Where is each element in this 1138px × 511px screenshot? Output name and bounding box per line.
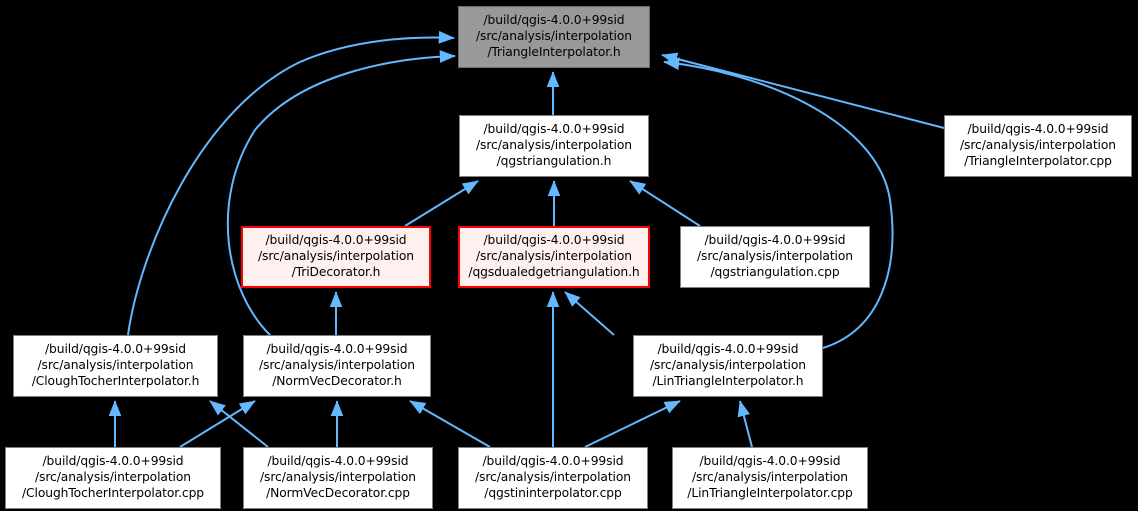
edge-cloughtocherinterpolator_cpp-to-normvecdecorator_h (179, 400, 256, 448)
edge-lintriangleinterpolator_cpp-to-lintriangleinterpolator_h (737, 400, 753, 448)
graph-node-triangleinterpolator_cpp[interactable]: /build/qgis-4.0.0+99sid/src/analysis/int… (944, 115, 1132, 177)
node-label-line: /LinTriangleInterpolator.cpp (687, 485, 853, 500)
node-label-line: /src/analysis/interpolation (476, 29, 632, 43)
node-label-line: /build/qgis-4.0.0+99sid (704, 233, 846, 248)
node-label-line: /build/qgis-4.0.0+99sid (267, 454, 409, 469)
graph-node-qgsdualedgetriangulation_h[interactable]: /build/qgis-4.0.0+99sid/src/analysis/int… (458, 226, 650, 288)
edge-lintriangleinterpolator_h-to-triangleinterpolator_h (663, 57, 894, 349)
node-label-line: /src/analysis/interpolation (650, 358, 806, 372)
node-label-line: /src/analysis/interpolation (475, 470, 631, 484)
graph-node-triangleinterpolator_h[interactable]: /build/qgis-4.0.0+99sid/src/analysis/int… (458, 6, 650, 68)
node-label-line: /src/analysis/interpolation (35, 470, 191, 484)
node-label-line: /NormVecDecorator.h (272, 373, 402, 388)
graph-node-qgstriangulation_h[interactable]: /build/qgis-4.0.0+99sid/src/analysis/int… (459, 115, 649, 177)
edge-tridecorator_h-to-qgstriangulation_h (404, 180, 479, 227)
node-label-line: /src/analysis/interpolation (259, 358, 415, 372)
node-label-line: /LinTriangleInterpolator.h (652, 373, 804, 388)
node-label-line: /src/analysis/interpolation (697, 249, 853, 263)
node-label-line: /src/analysis/interpolation (476, 138, 632, 152)
node-label-line: /qgstriangulation.h (496, 153, 612, 168)
node-label-line: /build/qgis-4.0.0+99sid (483, 13, 625, 28)
edge-normvecdecorator_cpp-to-cloughtocherinterpolator_h (209, 400, 269, 448)
node-label-line: /build/qgis-4.0.0+99sid (483, 233, 625, 248)
node-label-line: /CloughTocherInterpolator.cpp (22, 485, 204, 500)
graph-node-normvecdecorator_cpp[interactable]: /build/qgis-4.0.0+99sid/src/analysis/int… (243, 447, 433, 509)
node-label-line: /build/qgis-4.0.0+99sid (967, 122, 1109, 137)
edge-triangleinterpolator_cpp-to-triangleinterpolator_h (661, 52, 945, 129)
node-label-line: /CloughTocherInterpolator.h (31, 373, 200, 388)
node-label-line: /src/analysis/interpolation (476, 249, 632, 263)
graph-node-qgstriangulation_cpp[interactable]: /build/qgis-4.0.0+99sid/src/analysis/int… (680, 226, 870, 288)
edge-qgstininterpolator_cpp-to-normvecdecorator_h (409, 400, 491, 448)
node-label-line: /src/analysis/interpolation (37, 358, 194, 372)
graph-node-cloughtocherinterpolator_cpp[interactable]: /build/qgis-4.0.0+99sid/src/analysis/int… (5, 447, 221, 509)
node-label-line: /src/analysis/interpolation (692, 470, 848, 484)
node-label-line: /build/qgis-4.0.0+99sid (266, 342, 408, 357)
graph-node-lintriangleinterpolator_cpp[interactable]: /build/qgis-4.0.0+99sid/src/analysis/int… (672, 447, 868, 509)
node-label-line: /build/qgis-4.0.0+99sid (699, 454, 841, 469)
node-label-line: /build/qgis-4.0.0+99sid (482, 454, 624, 469)
node-label-line: /src/analysis/interpolation (260, 470, 416, 484)
graph-node-lintriangleinterpolator_h[interactable]: /build/qgis-4.0.0+99sid/src/analysis/int… (633, 335, 823, 397)
edge-normvecdecorator_h-to-triangleinterpolator_h (226, 50, 456, 336)
node-label-line: /TriDecorator.h (291, 264, 381, 279)
node-label-line: /qgsdualedgetriangulation.h (468, 264, 640, 279)
node-label-line: /build/qgis-4.0.0+99sid (45, 342, 186, 357)
node-label-line: /NormVecDecorator.cpp (266, 485, 410, 500)
node-label-line: /src/analysis/interpolation (960, 138, 1116, 152)
node-label-line: /build/qgis-4.0.0+99sid (265, 233, 407, 248)
node-label-line: /build/qgis-4.0.0+99sid (483, 122, 625, 137)
graph-node-cloughtocherinterpolator_h[interactable]: /build/qgis-4.0.0+99sid/src/analysis/int… (13, 335, 218, 397)
edge-qgstininterpolator_cpp-to-lintriangleinterpolator_h (584, 400, 681, 448)
node-label-line: /TriangleInterpolator.h (487, 44, 621, 59)
node-label-line: /src/analysis/interpolation (258, 249, 414, 263)
node-label-line: /qgstriangulation.cpp (710, 264, 840, 279)
edge-lintriangleinterpolator_h-to-qgsdualedgetriangulation_h (564, 291, 615, 336)
node-label-line: /qgstininterpolator.cpp (484, 485, 622, 500)
node-label-line: /build/qgis-4.0.0+99sid (42, 454, 184, 469)
graph-node-normvecdecorator_h[interactable]: /build/qgis-4.0.0+99sid/src/analysis/int… (243, 335, 431, 397)
graph-node-tridecorator_h[interactable]: /build/qgis-4.0.0+99sid/src/analysis/int… (241, 226, 431, 288)
edge-qgstriangulation_cpp-to-qgstriangulation_h (629, 180, 701, 227)
node-label-line: /build/qgis-4.0.0+99sid (657, 342, 799, 357)
node-label-line: /TriangleInterpolator.cpp (964, 153, 1112, 168)
graph-node-qgstininterpolator_cpp[interactable]: /build/qgis-4.0.0+99sid/src/analysis/int… (458, 447, 648, 509)
edge-cloughtocherinterpolator_h-to-triangleinterpolator_h (127, 30, 455, 336)
